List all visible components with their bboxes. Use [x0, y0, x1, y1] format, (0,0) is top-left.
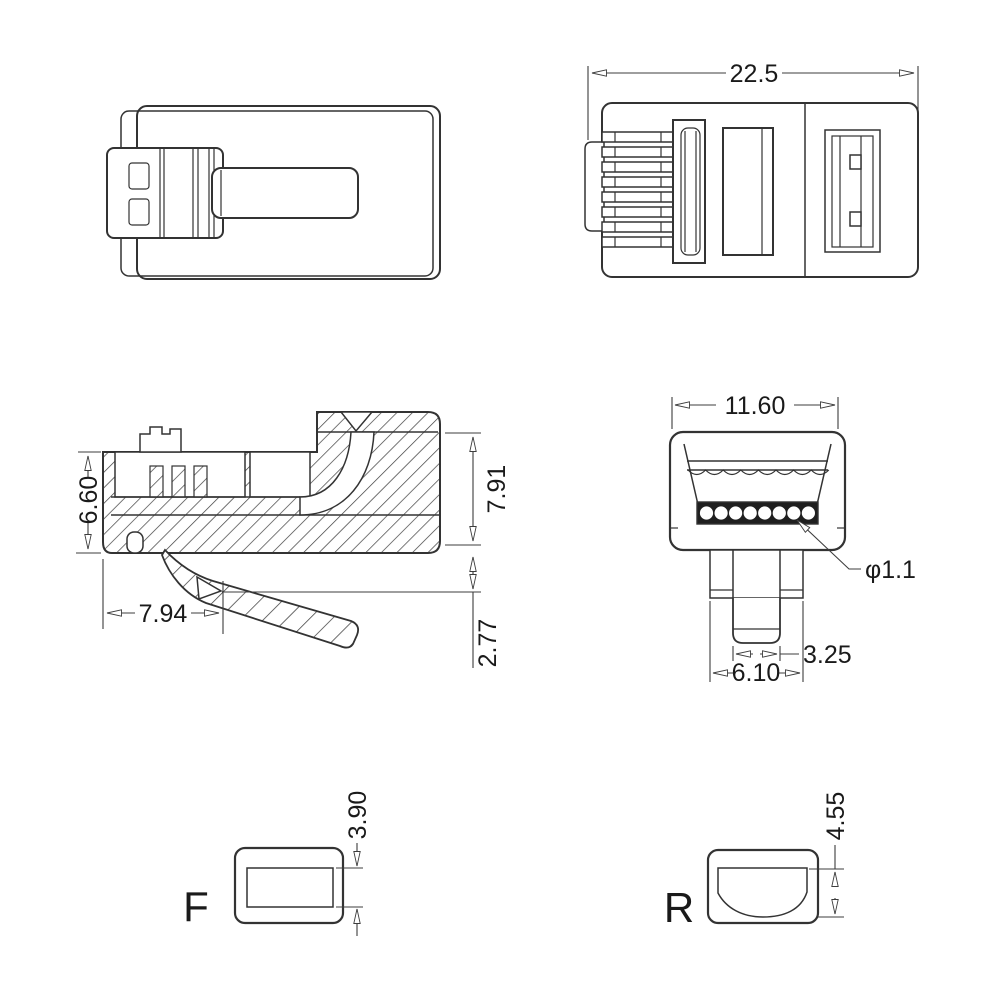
view-front-opening: F 3.90 — [183, 791, 372, 936]
contact-tooth — [601, 191, 677, 203]
wire-hole — [801, 506, 816, 520]
cavity-post — [171, 465, 186, 498]
view-label-r: R — [664, 884, 694, 931]
wire-cavity — [249, 451, 311, 498]
view-side-section: 6.60 7.91 7.94 2.77 — [75, 411, 511, 668]
dim-wire-hole-diameter: φ1.1 — [865, 556, 916, 584]
cavity-post — [149, 465, 164, 498]
wire-hole — [729, 506, 743, 520]
tooth-outline — [601, 191, 677, 203]
latch-tab — [732, 598, 781, 644]
dim-overall-height: 7.91 — [483, 465, 511, 514]
contact-tooth — [601, 236, 677, 248]
leader-line — [796, 519, 861, 570]
wire-hole-band — [696, 501, 819, 525]
tooth-outline — [601, 146, 677, 158]
window-inner — [831, 135, 874, 248]
cable-entry-ramp — [299, 431, 375, 516]
contact-tooth — [601, 206, 677, 218]
wire-hole — [758, 506, 772, 520]
contact-window — [128, 162, 150, 190]
view-rear-opening: R 4.55 — [664, 792, 850, 931]
tooth-outline — [601, 221, 677, 233]
latch-hook-notch — [196, 575, 223, 601]
base-slot — [126, 531, 144, 554]
contact-tooth — [601, 146, 677, 158]
f-outer-outline — [233, 846, 345, 925]
dim-latch-tab-width: 3.25 — [803, 641, 852, 669]
contact-tooth — [601, 221, 677, 233]
face-side-wall — [683, 443, 700, 510]
tooth-outline — [601, 206, 677, 218]
contact-comb — [601, 131, 677, 248]
dim-latch-drop: 2.77 — [474, 619, 502, 668]
f-opening — [246, 867, 334, 908]
dim-f-opening-height: 3.90 — [344, 791, 372, 840]
idc-contact — [139, 426, 182, 453]
contact-tooth — [601, 161, 677, 173]
contact-window — [128, 198, 150, 226]
wire-stop-block — [722, 127, 774, 256]
top-wedge-notch — [339, 411, 374, 433]
face-side-wall — [815, 443, 832, 510]
window-notch — [849, 211, 862, 227]
view-front-face: 11.60 φ1.1 3.25 — [668, 392, 916, 687]
tooth-outline — [601, 131, 677, 143]
r-opening — [717, 867, 808, 918]
plug-face-outline — [668, 430, 847, 552]
latch-arm — [161, 548, 360, 649]
view-label-f: F — [183, 883, 209, 930]
wire-hole — [714, 506, 728, 520]
tooth-outline — [601, 176, 677, 188]
contact-tooth — [601, 176, 677, 188]
latch-nose — [584, 141, 605, 232]
window-notch — [849, 154, 862, 170]
wire-hole — [772, 506, 786, 520]
dim-overall-length: 22.5 — [730, 60, 779, 88]
latch-base — [709, 549, 804, 599]
contact-tooth — [601, 131, 677, 143]
latch-bar — [211, 167, 359, 219]
cavity-post — [193, 465, 208, 498]
carrier-slot — [680, 127, 701, 256]
dim-latch-length: 7.94 — [139, 600, 188, 628]
contact-scallops — [687, 469, 830, 476]
wire-hole — [787, 506, 801, 520]
r-outer-outline — [706, 848, 820, 925]
contact-head — [106, 147, 224, 239]
tooth-outline — [601, 236, 677, 248]
dim-r-opening-height: 4.55 — [822, 792, 850, 841]
view-plan-with-latch — [106, 105, 441, 280]
wire-hole — [743, 506, 757, 520]
strain-relief-window — [824, 129, 881, 253]
wire-hole — [699, 506, 714, 520]
dim-front-height: 6.60 — [75, 476, 103, 525]
view-plan-top: 22.5 — [584, 60, 919, 278]
tooth-outline — [601, 161, 677, 173]
dim-overall-width: 11.60 — [725, 392, 786, 420]
dim-latch-base-width: 6.10 — [732, 659, 781, 687]
window-outline — [824, 129, 881, 253]
